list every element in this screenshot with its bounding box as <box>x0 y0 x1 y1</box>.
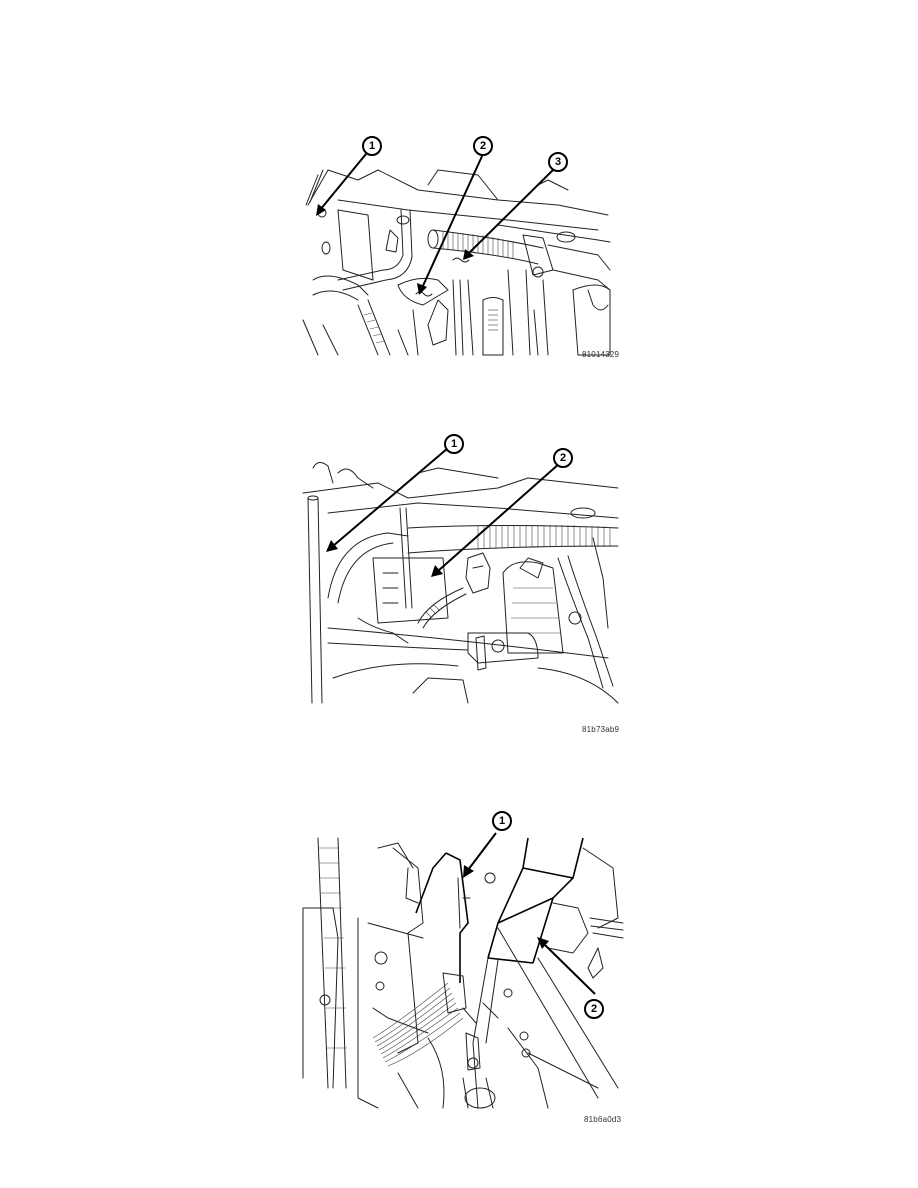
callout-1: 1 <box>362 136 382 156</box>
figure-id: 81b6a0d3 <box>584 1115 622 1124</box>
callout-2: 2 <box>584 999 604 1019</box>
figure-3: 1 2 81b6a0d3 <box>298 808 628 1130</box>
figure-id: 81014329 <box>582 350 620 359</box>
callout-label: 1 <box>498 814 506 827</box>
callout-2: 2 <box>553 448 573 468</box>
callout-label: 2 <box>559 451 567 464</box>
callout-label: 2 <box>479 139 487 152</box>
callout-label: 1 <box>368 139 376 152</box>
callout-label: 2 <box>590 1002 598 1015</box>
callout-2: 2 <box>473 136 493 156</box>
figure-3-illustration <box>302 832 624 1109</box>
callout-1: 1 <box>492 811 512 831</box>
figure-id: 81b73ab9 <box>582 725 620 734</box>
callout-label: 3 <box>554 155 562 168</box>
callout-label: 1 <box>450 437 458 450</box>
figure-1: 1 2 3 81014329 <box>298 130 620 365</box>
callout-3: 3 <box>548 152 568 172</box>
figure-2: 1 2 81b73ab9 <box>298 428 620 738</box>
figure-2-illustration <box>302 447 619 704</box>
callout-1: 1 <box>444 434 464 454</box>
figure-1-illustration <box>302 153 611 356</box>
